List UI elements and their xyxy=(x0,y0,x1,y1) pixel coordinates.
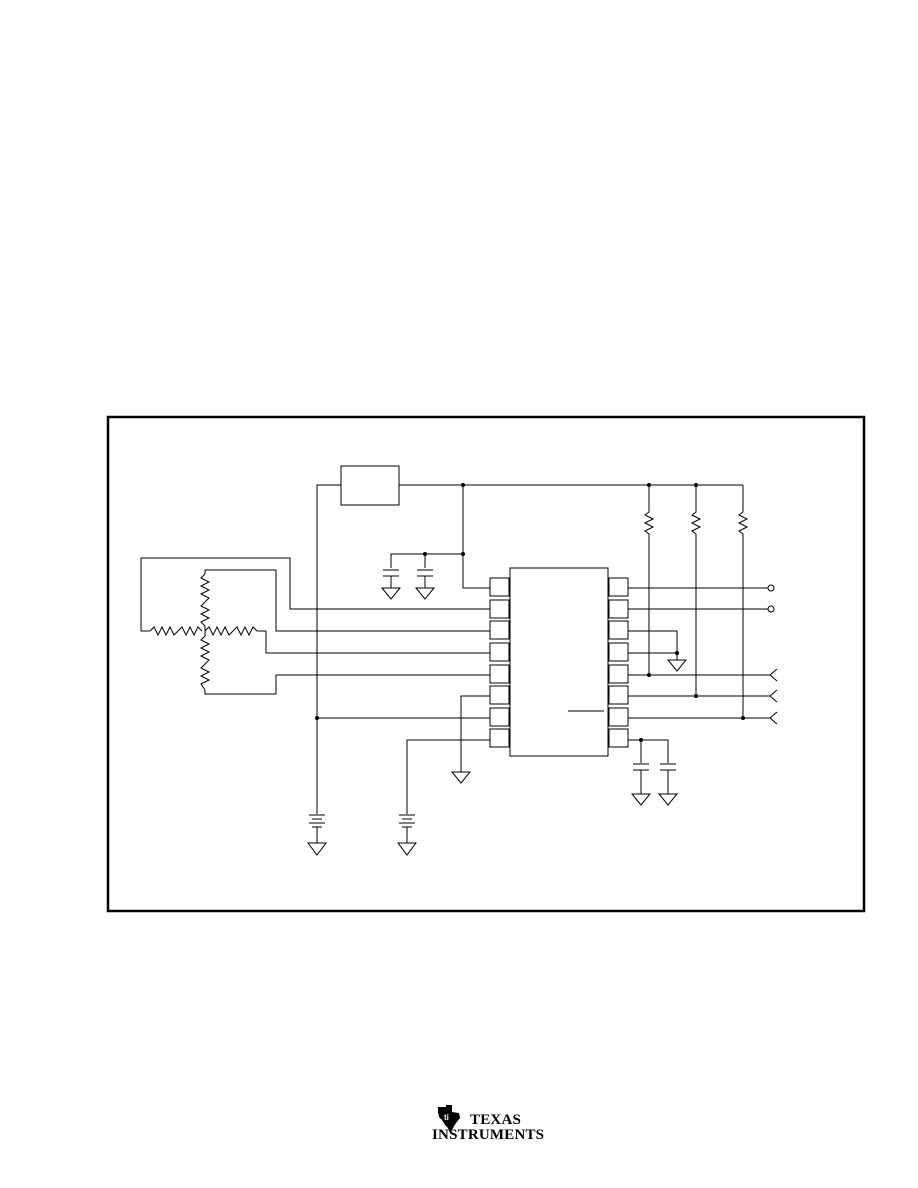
ic-right-pins xyxy=(608,577,629,748)
resistor-network xyxy=(149,573,260,691)
cap-bus xyxy=(390,553,463,568)
logo-text-texas: TEXAS xyxy=(470,1112,522,1128)
logo-text-instruments: INSTRUMENTS xyxy=(432,1127,545,1143)
battery-left xyxy=(307,814,327,856)
rail-mid xyxy=(462,485,490,589)
regulator-box xyxy=(340,465,400,506)
svg-text:ti: ti xyxy=(444,1113,449,1122)
ic-body xyxy=(509,567,609,757)
diagram-border xyxy=(106,415,866,913)
battery-right xyxy=(397,814,417,856)
texas-instruments-logo: ti TEXAS INSTRUMENTS xyxy=(432,1104,544,1148)
pullup-resistors xyxy=(643,485,749,718)
ic-left-pins xyxy=(489,577,510,748)
output-terminal-1 xyxy=(769,668,778,682)
ti-state-icon: ti xyxy=(438,1105,460,1133)
junction-dots xyxy=(315,483,745,742)
cap-left-2 xyxy=(414,569,436,600)
cap-left-1 xyxy=(380,569,402,600)
rail-left xyxy=(316,484,341,718)
output-terminal-2 xyxy=(769,689,778,703)
cap-right-1 xyxy=(630,763,652,806)
cap-right-2 xyxy=(657,763,679,806)
input-terminal-2 xyxy=(767,605,775,613)
input-terminal-1 xyxy=(767,584,775,592)
output-terminal-3 xyxy=(769,711,778,725)
